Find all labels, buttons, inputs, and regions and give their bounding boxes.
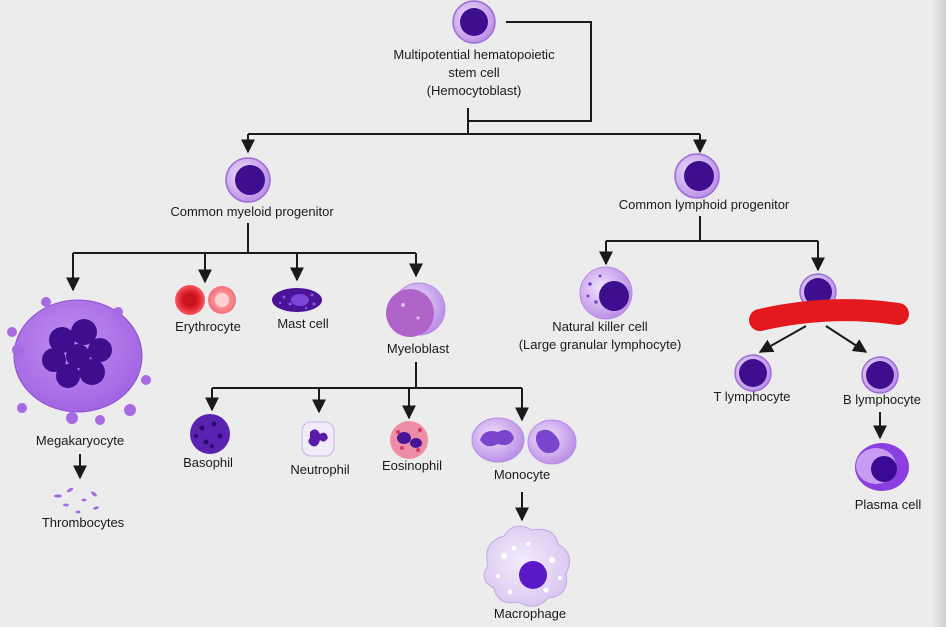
mast-cell-icon bbox=[272, 288, 322, 312]
macrophage-label: Macrophage bbox=[493, 606, 567, 621]
myeloblast-icon bbox=[386, 282, 446, 337]
connectors bbox=[66, 21, 887, 522]
lymphoid-progenitor-icon bbox=[674, 153, 720, 199]
stem-loop-line bbox=[468, 21, 592, 122]
nk-cell-label: Natural killer cell (Large granular lymp… bbox=[518, 319, 682, 352]
thrombocytes-icon bbox=[54, 487, 99, 514]
window-edge-shadow bbox=[932, 0, 946, 627]
monocyte-icon bbox=[471, 417, 577, 465]
t-lymphocyte-label: T lymphocyte bbox=[713, 389, 791, 404]
b-lymphocyte-label: B lymphocyte bbox=[842, 392, 922, 407]
arrow-to-t-lymphocyte bbox=[758, 325, 807, 353]
myeloid-progenitor-icon bbox=[225, 157, 271, 203]
basophil-icon bbox=[190, 414, 230, 454]
mast-cell-label: Mast cell bbox=[277, 316, 329, 331]
b-lymphocyte-icon bbox=[861, 356, 899, 394]
erythrocyte-icon bbox=[175, 285, 236, 315]
red-redaction-mark bbox=[749, 299, 909, 331]
lymphoid-progenitor-label: Common lymphoid progenitor bbox=[618, 197, 790, 212]
erythrocyte-label: Erythrocyte bbox=[175, 319, 241, 334]
thrombocytes-label: Thrombocytes bbox=[41, 515, 125, 530]
megakaryocyte-label: Megakaryocyte bbox=[35, 433, 125, 448]
t-lymphocyte-icon bbox=[734, 354, 772, 392]
eosinophil-icon bbox=[390, 421, 428, 459]
macrophage-icon bbox=[483, 525, 571, 607]
monocyte-label: Monocyte bbox=[493, 467, 551, 482]
eosinophil-label: Eosinophil bbox=[382, 458, 442, 473]
stem-cell-label: Multipotential hematopoietic stem cell (… bbox=[393, 47, 555, 98]
myeloblast-label: Myeloblast bbox=[386, 341, 450, 356]
neutrophil-icon bbox=[301, 421, 335, 457]
myeloid-progenitor-label: Common myeloid progenitor bbox=[170, 204, 334, 219]
plasma-cell-label: Plasma cell bbox=[854, 497, 922, 512]
stem-cell-icon bbox=[452, 0, 496, 44]
arrow-to-b-lymphocyte bbox=[825, 325, 868, 353]
megakaryocyte-icon bbox=[7, 297, 151, 425]
neutrophil-label: Neutrophil bbox=[290, 462, 350, 477]
plasma-cell-icon bbox=[855, 443, 909, 491]
nk-cell-icon bbox=[579, 266, 633, 320]
basophil-label: Basophil bbox=[183, 455, 233, 470]
